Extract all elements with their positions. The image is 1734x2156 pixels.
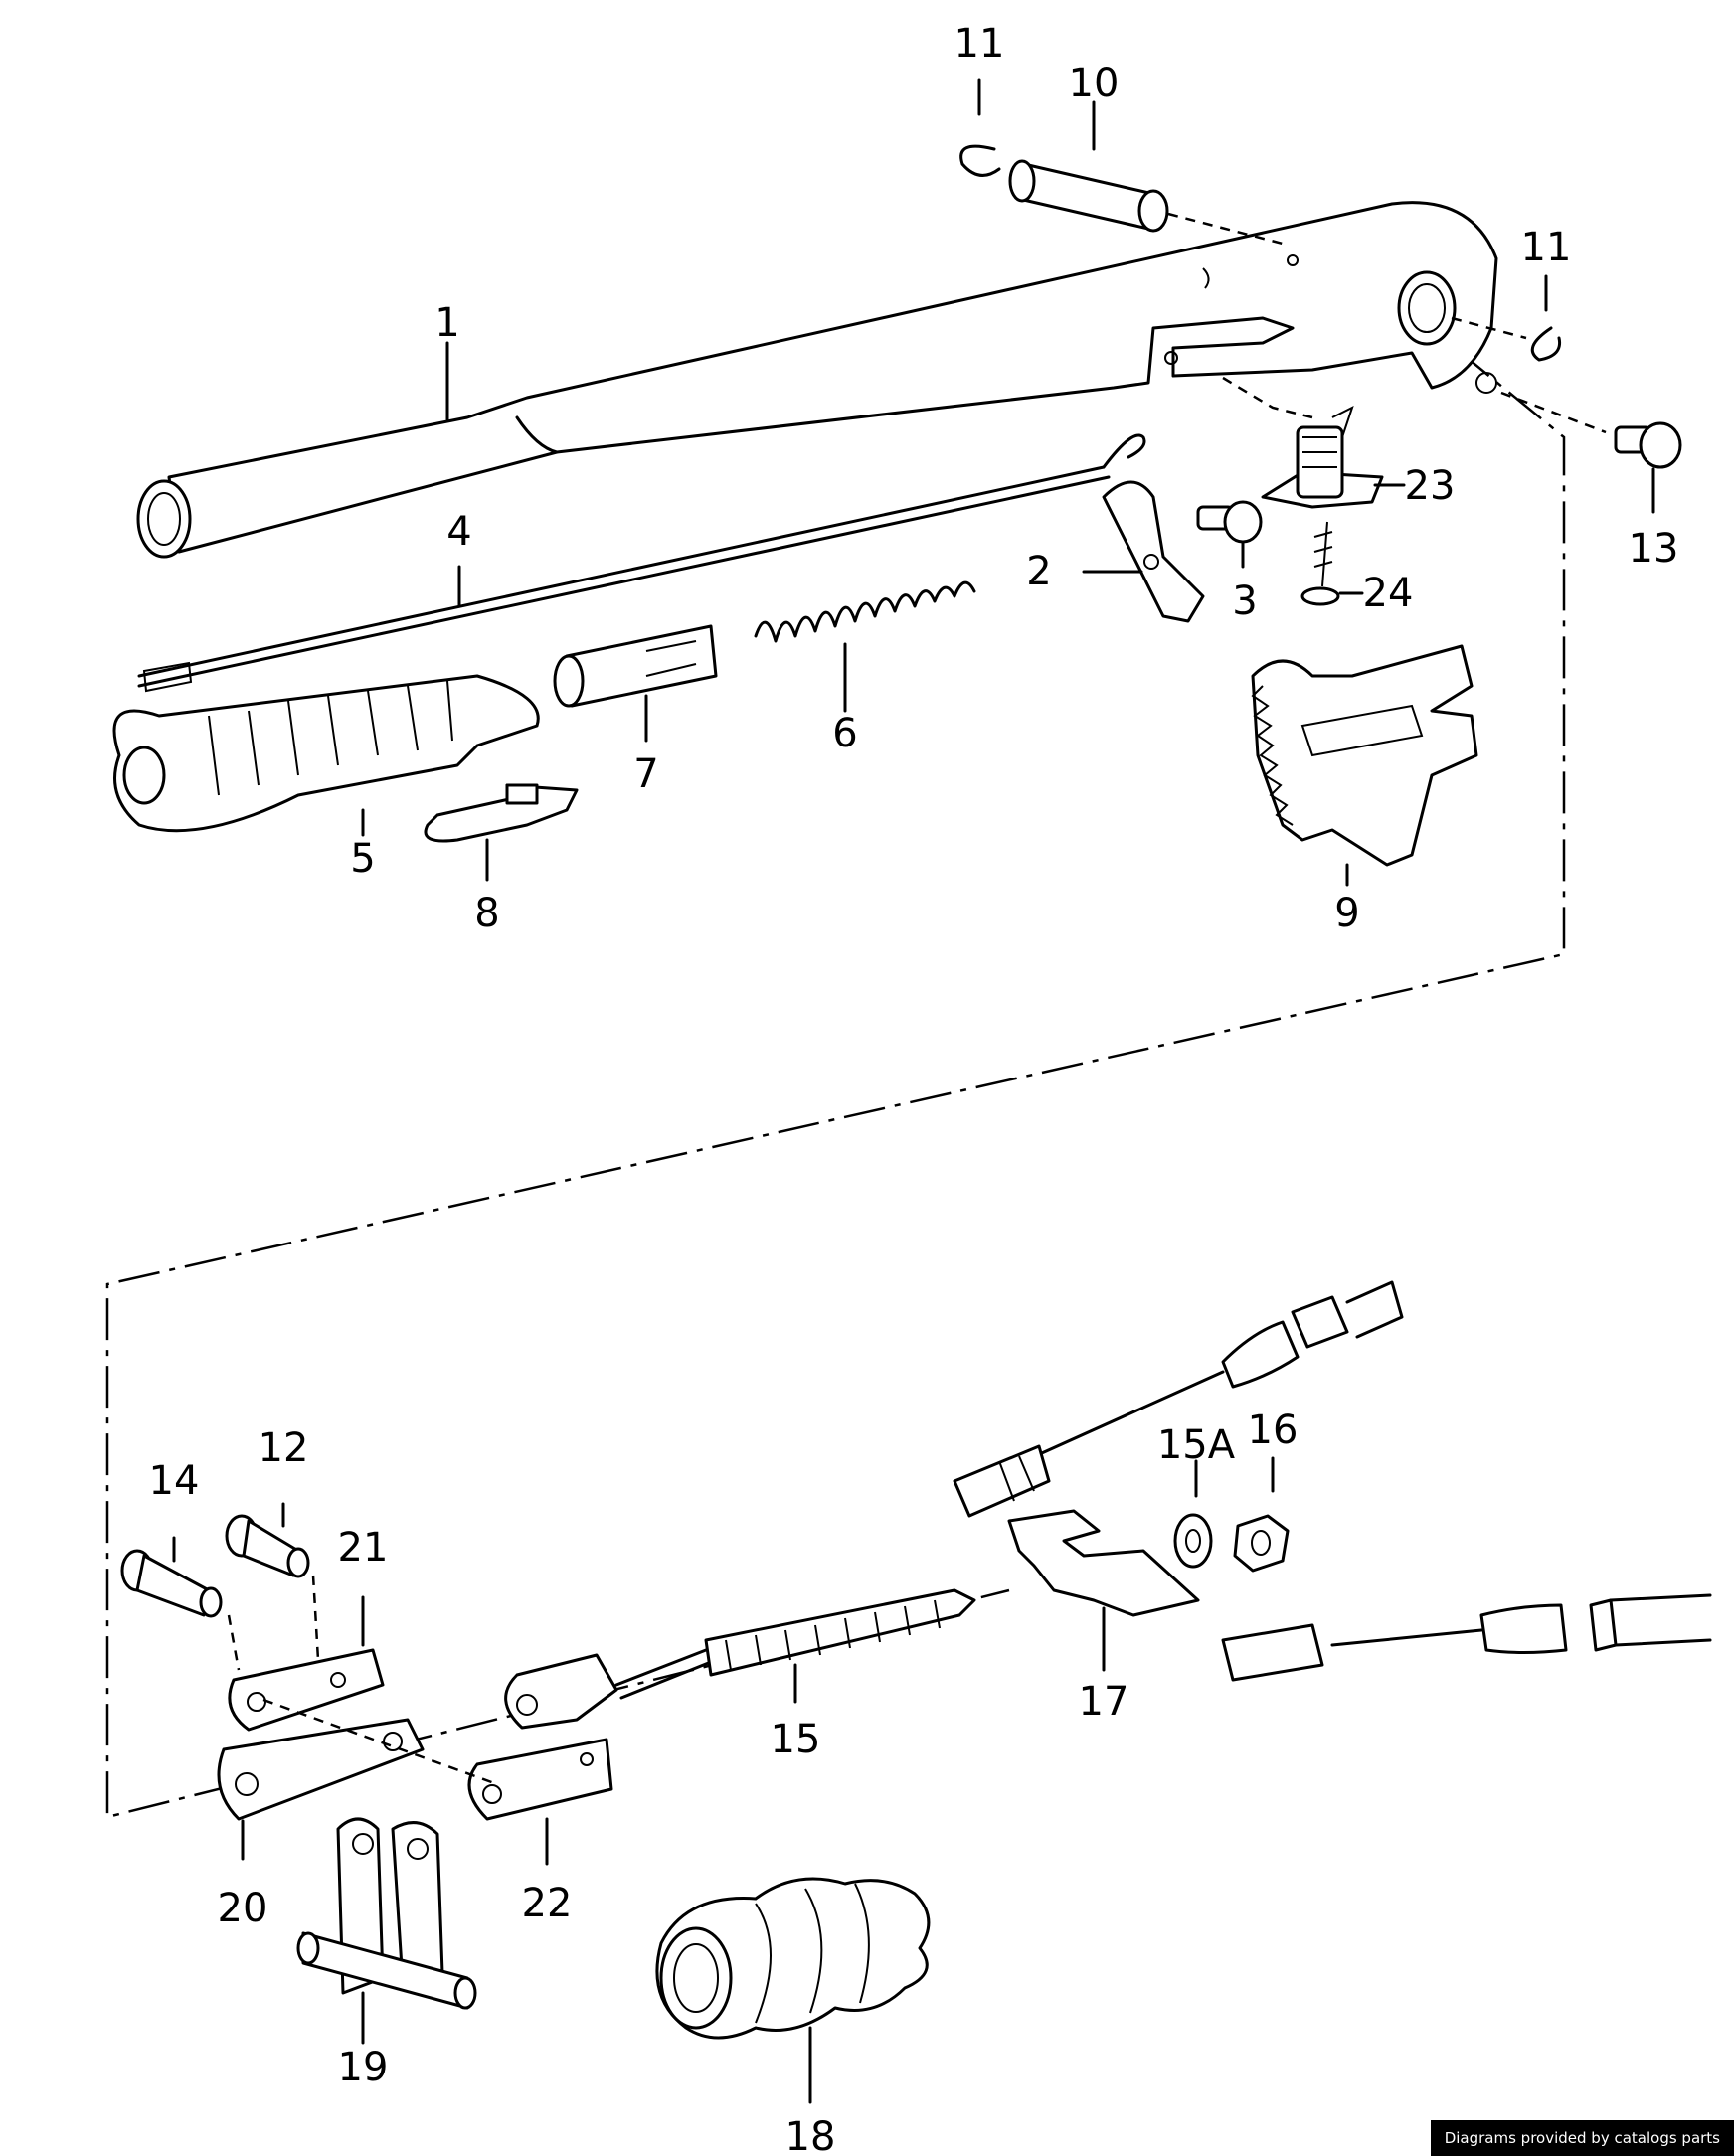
callout-11-upper: 11 [954, 21, 1005, 67]
part-release-button [424, 783, 579, 843]
callout-24: 24 [1363, 571, 1414, 616]
assembly-line-12 [311, 1575, 320, 1661]
callout-22: 22 [522, 1881, 573, 1926]
callout-8: 8 [474, 891, 499, 936]
part-brake-cable-upper [953, 1280, 1404, 1518]
part-spring [754, 580, 976, 643]
callout-11-right: 11 [1521, 225, 1572, 270]
part-link-plate-22 [467, 1738, 613, 1821]
part-clevis [296, 1817, 477, 2010]
callout-15: 15 [771, 1717, 821, 1762]
part-handle-grip [112, 674, 540, 833]
callout-7: 7 [633, 751, 658, 797]
callout-16: 16 [1248, 1408, 1299, 1453]
part-switch [1261, 406, 1384, 509]
leader-lines [172, 78, 1655, 2104]
part-push-rod [137, 433, 1146, 693]
assembly-line-14 [227, 1614, 241, 1671]
callout-13: 13 [1629, 526, 1679, 572]
part-sleeve [553, 624, 718, 708]
assembly-line-10 [1167, 212, 1284, 246]
part-adjusting-rod [504, 1588, 976, 1730]
part-brake-cable-lower [1221, 1593, 1712, 1682]
credit-label: Diagrams provided by catalogs parts [1430, 2120, 1734, 2156]
part-circlip-upper [959, 144, 1001, 177]
part-pin-3 [1196, 500, 1263, 544]
callout-14: 14 [149, 1458, 200, 1504]
part-pivot-pin [1008, 159, 1169, 233]
assembly-line-links [262, 1698, 498, 1786]
callout-12: 12 [259, 1425, 309, 1471]
callout-17: 17 [1079, 1679, 1129, 1725]
part-link-plate-20 [217, 1718, 425, 1821]
part-equalizer-bracket [1007, 1509, 1200, 1617]
callout-labels: 1 2 3 4 5 6 7 8 9 10 11 11 12 13 14 15 1… [149, 21, 1679, 2156]
callout-6: 6 [832, 711, 857, 756]
part-lever-arm [136, 201, 1498, 559]
callout-21: 21 [338, 1525, 389, 1571]
callout-1: 1 [434, 300, 459, 346]
callout-15A: 15A [1157, 1422, 1236, 1468]
part-nut [1233, 1514, 1290, 1573]
assembly-boundary-line [105, 262, 1566, 1819]
callout-4: 4 [446, 509, 471, 555]
part-screw [1300, 521, 1340, 606]
part-washer [1173, 1513, 1213, 1569]
callout-10: 10 [1069, 61, 1120, 106]
part-bolt-14 [120, 1549, 223, 1618]
assembly-line-23 [1222, 376, 1313, 419]
callout-20: 20 [218, 1886, 268, 1931]
callout-18: 18 [785, 2114, 836, 2156]
part-bolt-12 [225, 1514, 310, 1578]
callout-19: 19 [338, 2045, 389, 2090]
callout-5: 5 [350, 836, 375, 882]
assembly-line-11 [1451, 316, 1527, 340]
callout-3: 3 [1232, 579, 1257, 624]
part-link-plate-21 [228, 1648, 385, 1732]
assembly-line-13 [1500, 391, 1607, 434]
part-circlip-right [1530, 326, 1562, 362]
callout-2: 2 [1026, 549, 1051, 594]
part-ratchet-segment [1251, 644, 1478, 867]
part-plug [1614, 421, 1682, 469]
callout-9: 9 [1334, 891, 1359, 936]
part-pawl [1102, 480, 1205, 623]
callout-23: 23 [1405, 463, 1456, 509]
part-rubber-boot [655, 1877, 931, 2040]
